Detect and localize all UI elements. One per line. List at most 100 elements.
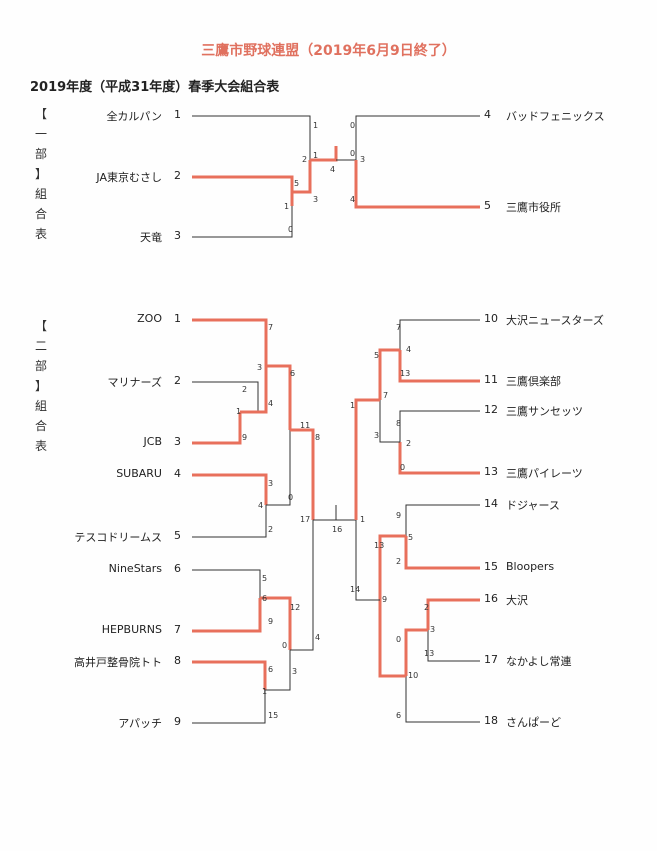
winner-path	[426, 598, 480, 630]
div1-team-name: 全カルパン	[106, 110, 162, 123]
div1-team-number: 3	[174, 229, 181, 242]
bracket-line	[192, 115, 311, 160]
bracket-line	[192, 569, 261, 598]
bracket-line	[192, 690, 266, 724]
div2-team-name: 三鷹サンセッツ	[506, 405, 583, 418]
score-label: 0	[350, 149, 355, 158]
div2-team-name: さんぱーど	[506, 716, 561, 729]
div2-team-name: NineStars	[108, 562, 162, 575]
bracket-line	[399, 410, 480, 442]
div2-team-number: 15	[484, 560, 498, 573]
score-label: 8	[396, 419, 401, 428]
div1-team-number: 4	[484, 108, 491, 121]
div2-team-number: 9	[174, 715, 181, 728]
score-label: 16	[332, 525, 342, 534]
score-label: 6	[268, 665, 273, 674]
bracket-line	[192, 381, 259, 412]
score-label: 3	[257, 363, 262, 372]
div2-team-name: テスコドリームス	[74, 531, 162, 544]
div2-team-number: 17	[484, 653, 498, 666]
bracket-line	[405, 676, 480, 723]
division2-label: 【二部】組合表	[34, 319, 47, 453]
score-label: 3	[313, 195, 318, 204]
div2-team-name: 三鷹倶楽部	[506, 375, 561, 388]
div2-team-number: 11	[484, 373, 498, 386]
score-label: 0	[396, 635, 401, 644]
div1-team-name: バッドフェニックス	[506, 110, 605, 123]
score-label: 6	[262, 594, 267, 603]
winner-path	[192, 412, 242, 445]
winner-path	[192, 660, 267, 690]
winner-path	[378, 600, 406, 678]
score-label: 2	[302, 155, 307, 164]
div2-team-name: ドジャース	[506, 499, 560, 512]
bracket-line	[427, 630, 480, 662]
winner-path	[192, 473, 268, 505]
winner-path	[404, 628, 428, 676]
score-label: 4	[258, 501, 263, 510]
winner-path	[192, 318, 268, 366]
bracket-line	[192, 206, 293, 238]
score-label: 6	[290, 369, 295, 378]
score-label: 2	[396, 557, 401, 566]
div2-team-number: 4	[174, 467, 181, 480]
winner-path	[266, 364, 292, 430]
div2-team-name: JCB	[143, 435, 162, 448]
score-label: 1	[313, 151, 318, 160]
div2-team-name: 三鷹パイレーツ	[506, 467, 583, 480]
score-label: 4	[330, 165, 335, 174]
winner-path	[260, 596, 292, 650]
score-label: 10	[408, 671, 418, 680]
page-title: 三鷹市野球連盟（2019年6月9日終了）	[201, 43, 456, 59]
bracket-line	[266, 430, 291, 506]
div2-team-number: 13	[484, 465, 498, 478]
bracket-line	[399, 319, 480, 350]
score-label: 4	[315, 633, 320, 642]
division1-label: 【一部】組合表	[34, 107, 47, 241]
score-label: 7	[268, 323, 273, 332]
div2-team-number: 3	[174, 435, 181, 448]
score-label: 14	[350, 585, 360, 594]
div2-team-number: 18	[484, 714, 498, 727]
div1-team-name: 三鷹市役所	[506, 201, 561, 214]
winner-path	[290, 428, 315, 520]
score-label: 2	[406, 439, 411, 448]
score-label: 1	[360, 515, 365, 524]
div1-team-number: 5	[484, 199, 491, 212]
score-label: 5	[262, 574, 267, 583]
score-label: 3	[360, 155, 365, 164]
bracket-line	[405, 504, 480, 536]
div2-team-name: マリナーズ	[107, 376, 162, 389]
score-label: 1	[262, 687, 267, 696]
score-label: 15	[268, 711, 278, 720]
div1-team-number: 2	[174, 169, 181, 182]
bracket-line	[265, 650, 291, 691]
div2-team-number: 2	[174, 374, 181, 387]
score-label: 7	[396, 323, 401, 332]
score-label: 6	[396, 711, 401, 720]
score-label: 3	[374, 431, 379, 440]
score-label: 3	[430, 625, 435, 634]
div2-team-name: Bloopers	[506, 560, 555, 573]
score-label: 0	[288, 225, 293, 234]
div2-team-name: 大沢	[506, 594, 528, 607]
score-label: 5	[374, 351, 379, 360]
winner-path	[354, 160, 480, 209]
winner-path	[292, 160, 312, 194]
div2-team-name: アパッチ	[118, 717, 162, 730]
score-label: 17	[300, 515, 310, 524]
winner-path	[240, 366, 268, 414]
bracket-line	[355, 520, 380, 601]
score-label: 0	[288, 493, 293, 502]
div2-team-name: 大沢ニュースターズ	[506, 314, 604, 327]
score-label: 0	[400, 463, 405, 472]
winner-path	[192, 175, 294, 206]
div2-team-number: 8	[174, 654, 181, 667]
score-label: 13	[400, 369, 410, 378]
score-label: 2	[424, 603, 429, 612]
div2-team-number: 6	[174, 562, 181, 575]
winner-path	[378, 534, 406, 600]
div2-team-number: 7	[174, 623, 181, 636]
score-label: 5	[408, 533, 413, 542]
